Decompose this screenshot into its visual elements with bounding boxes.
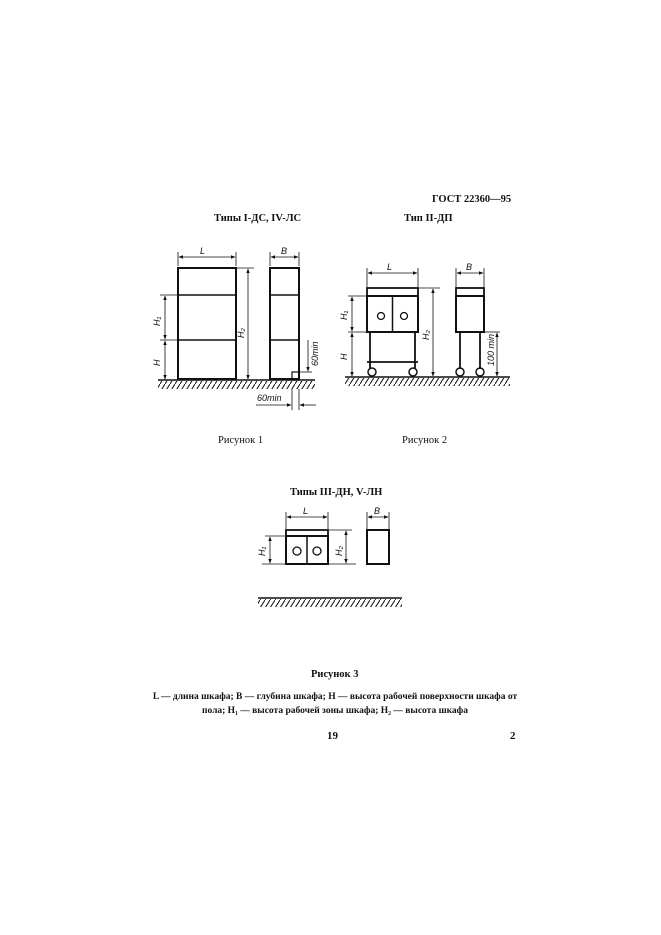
fig2-dim-H: H (339, 353, 349, 360)
fig1-dim-H1: H₁ (152, 317, 162, 326)
fig3-dim-H2: H₂ (334, 546, 344, 556)
fig3-dim-H1: H₁ (257, 547, 267, 556)
fig1-dim-clearance-vertical: 60min (310, 341, 320, 366)
figure3-drawing (258, 512, 402, 607)
figure3-title: Типы III-ДН, V-ЛН (290, 487, 383, 498)
fig1-dim-B: B (281, 246, 287, 256)
fig2-dim-clearance-vertical: 100 min (486, 334, 496, 366)
fig3-dim-L: L (303, 506, 308, 516)
legend-text: L — длина шкафа; B — глубина шкафа; H — … (152, 692, 518, 716)
standard-number: ГОСТ 22360—95 (432, 194, 512, 205)
fig2-dim-B: B (466, 262, 472, 272)
fig2-dim-L: L (387, 262, 392, 272)
fig3-dim-B: B (374, 506, 380, 516)
fig2-dim-H1: H₁ (339, 311, 349, 320)
fig2-dim-H2: H₂ (421, 330, 431, 340)
figure1-title: Типы I-ДС, IV-ЛС (214, 213, 302, 224)
page-number: 19 (327, 730, 338, 742)
figure3-caption: Рисунок 3 (311, 669, 359, 680)
figure2-caption: Рисунок 2 (402, 435, 448, 446)
sheet-number: 2 (510, 730, 516, 742)
figure2-title: Тип II-ДП (404, 213, 453, 224)
fig1-dim-H2: H₂ (236, 328, 246, 338)
figure1-drawing (158, 252, 316, 410)
fig1-dim-L: L (200, 246, 205, 256)
fig1-dim-H: H (152, 359, 162, 366)
figure2-drawing (345, 268, 510, 386)
figure1-caption: Рисунок 1 (218, 435, 264, 446)
fig1-dim-clearance-horizontal: 60min (257, 393, 282, 403)
